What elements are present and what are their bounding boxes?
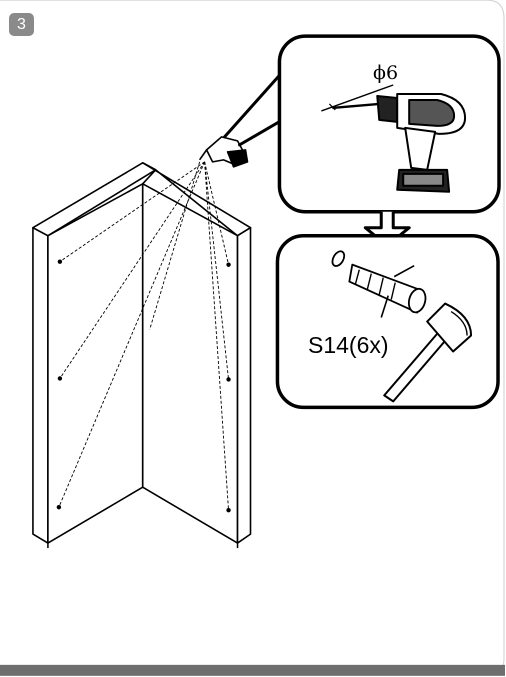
right-panel-face	[141, 183, 239, 544]
anchor-callout-box	[275, 233, 500, 410]
small-drill-icon	[198, 136, 249, 168]
part-code-label: S14(6x)	[308, 332, 389, 358]
step-number-badge: 3	[9, 13, 34, 36]
power-drill-icon	[321, 84, 467, 193]
bottom-bar	[0, 664, 505, 676]
projection-lines	[58, 161, 229, 511]
callout-pointer	[223, 70, 284, 147]
left-panel-face	[47, 183, 144, 544]
drill-size-label: ϕ6	[373, 62, 399, 84]
left-panel-edge	[32, 226, 49, 544]
hammer-icon	[383, 302, 473, 403]
drill-point	[226, 377, 231, 382]
wall-plug-icon	[331, 250, 427, 318]
right-panel-edge	[236, 226, 252, 544]
drill-point	[226, 507, 231, 513]
